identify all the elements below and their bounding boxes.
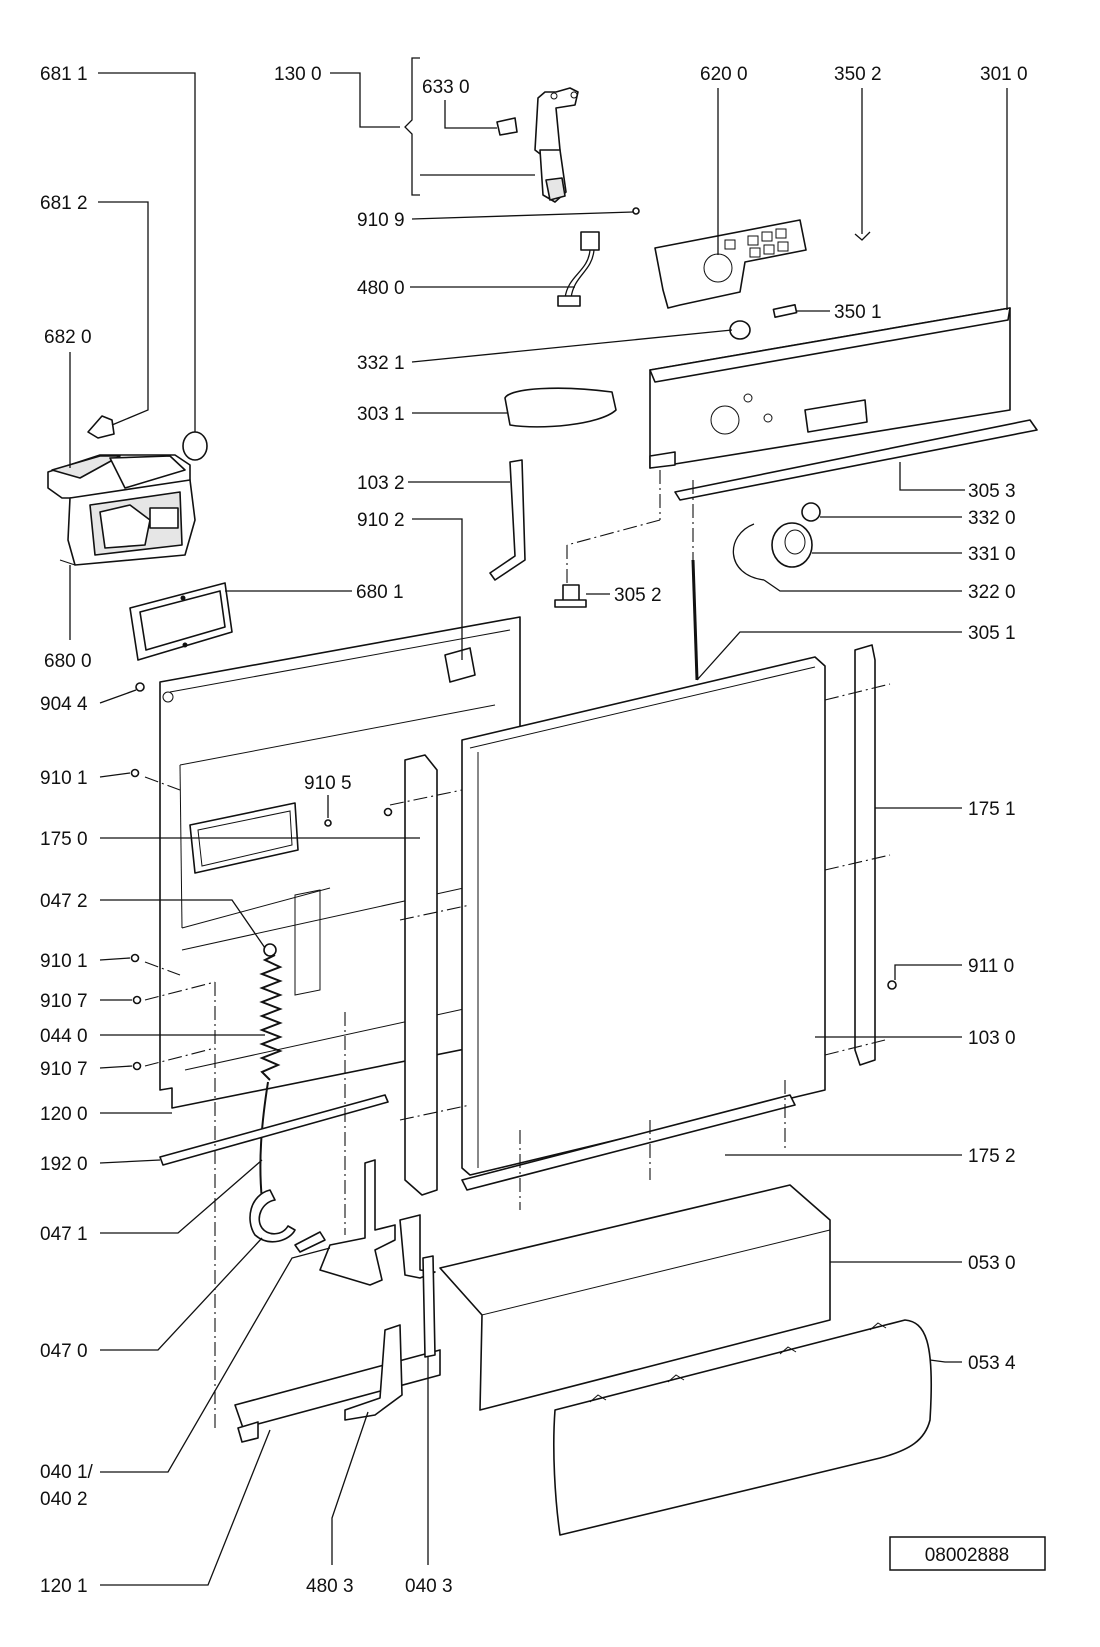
part-301-0-control-panel [649,307,1011,469]
part-053-4-plinth [553,1319,933,1536]
label-175-2: 175 2 [968,1146,1016,1167]
part-305-2-button [554,584,587,608]
label-681-2: 681 2 [40,193,88,214]
label-301-0: 301 0 [980,64,1028,85]
part-904-4-nut [135,682,145,692]
label-911-0: 911 0 [968,956,1014,977]
label-040-2: 040 2 [40,1489,88,1510]
label-910-1-upper: 910 1 [40,768,88,789]
label-910-1-lower: 910 1 [40,951,88,972]
part-175-0-side-strip [404,754,438,1196]
label-633-0: 633 0 [422,77,470,98]
label-332-0: 332 0 [968,508,1016,529]
part-175-1-side-strip [854,644,876,1066]
part-620-0-control-board [654,219,807,309]
label-680-1: 680 1 [356,582,404,603]
label-680-0: 680 0 [44,651,92,672]
part-192-0-rail [159,1094,389,1166]
label-175-0: 175 0 [40,829,88,850]
part-322-0-ring [732,523,765,581]
label-040-3: 040 3 [405,1576,453,1597]
part-303-1-display [504,387,617,428]
label-350-1: 350 1 [834,302,882,323]
part-910-7-screw-upper [132,995,142,1005]
part-910-1-screw-upper [130,768,140,778]
part-332-1-knob [729,320,751,340]
label-103-0: 103 0 [968,1028,1016,1049]
label-040-1: 040 1/ [40,1462,94,1483]
label-620-0: 620 0 [700,64,748,85]
part-labels: 681 1 130 0 633 0 620 0 350 2 301 0 681 … [40,64,1028,1597]
part-910-7-screw-lower [132,1061,142,1071]
label-120-1: 120 1 [40,1576,88,1597]
part-130-0-door-lock [534,87,579,203]
part-911-0-screw [887,980,897,990]
label-120-0: 120 0 [40,1104,88,1125]
part-910-5-screw [324,819,332,827]
label-331-0: 331 0 [968,544,1016,565]
label-047-1: 047 1 [40,1224,88,1245]
reference-number: 08002888 [925,1545,1010,1566]
part-103-2-bracket [489,459,526,581]
label-305-3: 305 3 [968,481,1016,502]
label-904-4: 904 4 [40,694,88,715]
label-322-0: 322 0 [968,582,1016,603]
part-044-0-spring [259,943,283,1081]
part-680-1-gasket [129,582,233,661]
label-103-2: 103 2 [357,473,405,494]
part-350-2-spring [854,231,871,241]
part-047-1-cable [259,1081,269,1201]
label-053-4: 053 4 [968,1353,1016,1374]
leader-lines [69,57,1008,1586]
label-910-5: 910 5 [304,773,352,794]
part-040-3-bracket [422,1255,436,1358]
part-040-hinge-bracket [319,1159,436,1286]
label-910-2: 910 2 [357,510,405,531]
part-120-1-lower-panel [234,1349,441,1429]
label-047-0: 047 0 [40,1341,88,1362]
label-910-7-lower: 910 7 [40,1059,88,1080]
part-681-1-cap [182,431,208,461]
part-910-9-screw [632,207,640,215]
label-682-0: 682 0 [44,327,92,348]
part-103-0-outer-door [461,656,826,1176]
label-305-2: 305 2 [614,585,662,606]
part-680-0-dispenser [47,454,196,566]
part-305-3-strip [674,419,1038,501]
label-130-0: 130 0 [274,64,322,85]
part-305-1-rod [691,559,699,681]
part-910-1-screw-lower [130,953,140,963]
assembly-lines [144,470,891,1430]
label-681-1: 681 1 [40,64,88,85]
part-053-0-kick-plate [439,1094,831,1411]
label-910-7-upper: 910 7 [40,991,88,1012]
label-332-1: 332 1 [357,353,405,374]
label-480-0: 480 0 [357,278,405,299]
part-332-0-knob [801,502,821,522]
part-screw-door [383,807,393,817]
label-044-0: 044 0 [40,1026,88,1047]
label-192-0: 192 0 [40,1154,88,1175]
label-305-1: 305 1 [968,623,1016,644]
label-175-1: 175 1 [968,799,1016,820]
part-681-2-clip [87,415,115,439]
reference-number-box: 08002888 [889,1536,1046,1571]
label-053-0: 053 0 [968,1253,1016,1274]
label-480-3: 480 3 [306,1576,354,1597]
part-633-0-switch [496,117,518,136]
part-350-1-fuse [772,304,798,318]
part-480-3-bracket [344,1324,403,1421]
part-331-0-knob [771,522,813,568]
label-303-1: 303 1 [357,404,405,425]
label-350-2: 350 2 [834,64,882,85]
part-047-0-hinge [249,1189,296,1243]
label-047-2: 047 2 [40,891,88,912]
label-910-9: 910 9 [357,210,405,231]
part-480-0-harness [557,231,600,307]
